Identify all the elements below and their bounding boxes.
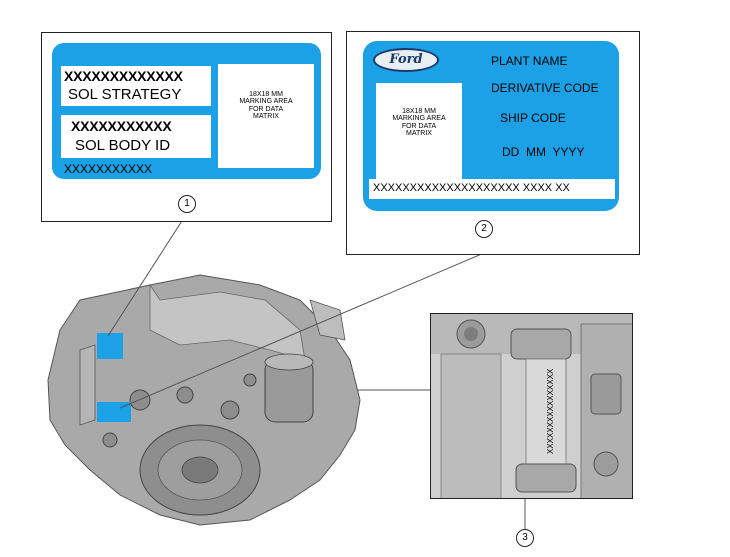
- ship-code: SHIP CODE: [500, 111, 566, 125]
- data-matrix-area: 18X18 MM MARKING AREA FOR DATA MATRIX: [218, 64, 314, 168]
- strategy-label: SOL STRATEGY: [68, 86, 182, 103]
- plant-name: PLANT NAME: [491, 54, 568, 68]
- date-field: DD MM YYYY: [502, 145, 585, 159]
- derivative-code: DERIVATIVE CODE: [491, 81, 599, 95]
- callout-1: 1: [178, 195, 196, 213]
- leader-line-2: [119, 252, 485, 409]
- ford-logo-icon: Ford: [373, 48, 439, 72]
- leader-line-1: [107, 212, 188, 337]
- callout-2: 2: [475, 220, 493, 238]
- data-matrix-area-2: 18X18 MM MARKING AREA FOR DATA MATRIX: [376, 83, 462, 179]
- body-id-field-box: XXXXXXXXXXX SOL BODY ID: [61, 115, 211, 158]
- strategy-code: XXXXXXXXXXXXX: [64, 68, 183, 84]
- transmission-illustration: [47, 274, 361, 526]
- plant-label: Ford PLANT NAME DERIVATIVE CODE SHIP COD…: [363, 41, 619, 211]
- bottom-code: XXXXXXXXXXX: [64, 162, 153, 176]
- label1-location: [97, 333, 123, 359]
- serial-number: XXXXXXXXXXXXXXXXXXXX XXXX XX: [373, 182, 570, 194]
- body-id-code: XXXXXXXXXXX: [71, 118, 172, 134]
- data-matrix-text-2: 18X18 MM MARKING AREA FOR DATA MATRIX: [392, 108, 446, 138]
- label-2-panel: Ford PLANT NAME DERIVATIVE CODE SHIP COD…: [346, 31, 640, 255]
- casting-detail-illustration: [431, 314, 632, 498]
- label-1-panel: XXXXXXXXXXXXX SOL STRATEGY XXXXXXXXXXX S…: [41, 32, 332, 222]
- stamp-code: XXXXXXXXXXXXXXXX: [546, 368, 555, 454]
- body-id-label: SOL BODY ID: [75, 137, 171, 154]
- sol-label: XXXXXXXXXXXXX SOL STRATEGY XXXXXXXXXXX S…: [52, 43, 321, 179]
- stamp-detail-panel: XXXXXXXXXXXXXXXX: [430, 313, 633, 499]
- data-matrix-text: 18X18 MM MARKING AREA FOR DATA MATRIX: [239, 91, 293, 121]
- callout-3: 3: [516, 529, 534, 547]
- strategy-field-box: XXXXXXXXXXXXX SOL STRATEGY: [61, 66, 211, 106]
- serial-field-box: XXXXXXXXXXXXXXXXXXXX XXXX XX: [369, 179, 615, 199]
